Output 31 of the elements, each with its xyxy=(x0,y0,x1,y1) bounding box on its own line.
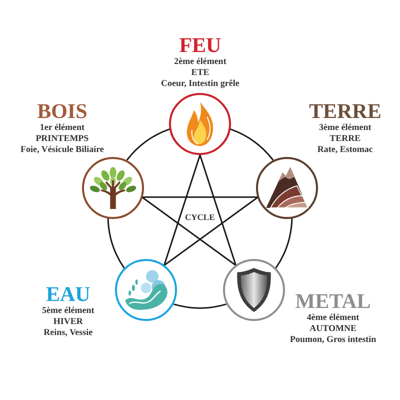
element-title: BOIS xyxy=(37,100,88,122)
ring-arc xyxy=(275,218,293,269)
element-text: AUTOMNE xyxy=(310,322,356,334)
element-text: ETE xyxy=(191,67,210,78)
ring-arc xyxy=(107,218,125,269)
element-text: 2ème élément xyxy=(174,56,226,67)
element-title: EAU xyxy=(46,282,90,305)
element-text: 5ème élément xyxy=(42,304,94,316)
element-text: HIVER xyxy=(53,316,83,327)
element-text: Foie, Vésicule Biliaire xyxy=(20,144,104,155)
star-line xyxy=(142,196,258,198)
element-title: FEU xyxy=(179,34,222,56)
ring-arc xyxy=(126,128,170,161)
ring-arc xyxy=(230,128,274,161)
star-line xyxy=(163,154,201,266)
element-text: 4ème élément xyxy=(306,312,360,323)
element-text: Coeur, Intestin grêle xyxy=(161,78,240,89)
star-line xyxy=(142,196,236,266)
element-text: 3ème élément xyxy=(319,122,372,133)
element-text: TERRE xyxy=(330,133,361,144)
element-text: Poumon, Gros intestin xyxy=(290,334,376,345)
center-label: CYCLE xyxy=(185,212,215,222)
element-text: Rate, Estomac xyxy=(317,144,373,155)
element-title: METAL xyxy=(295,290,371,312)
element-text: PRINTEMPS xyxy=(36,133,89,144)
star-line xyxy=(164,196,258,266)
star-line xyxy=(199,154,237,266)
element-text: Reins, Vessie xyxy=(44,326,93,338)
ring-arc xyxy=(174,303,226,309)
element-title: TERRE xyxy=(308,100,382,122)
element-text: 1er élément xyxy=(40,122,84,133)
